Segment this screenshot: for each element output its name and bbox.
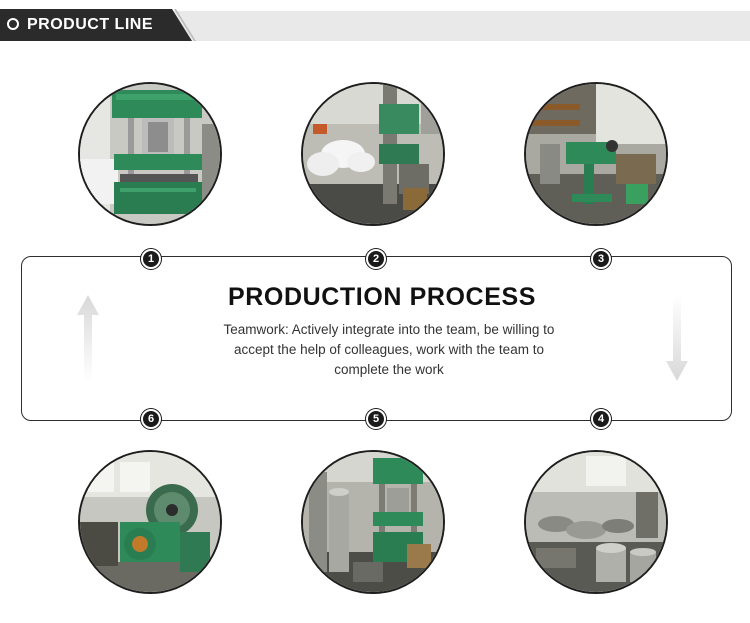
step-number: 3 xyxy=(597,253,605,265)
step-5-photo xyxy=(301,450,445,594)
process-description: Teamwork: Actively integrate into the te… xyxy=(211,320,567,380)
arrow-up-icon xyxy=(77,295,99,381)
description-line: complete the work xyxy=(334,362,444,377)
step-number: 2 xyxy=(372,253,380,265)
step-4-photo xyxy=(524,450,668,594)
hydraulic-press-image xyxy=(80,84,220,224)
metal-containers-image xyxy=(526,452,666,592)
step-number: 5 xyxy=(372,413,380,425)
step-6-photo xyxy=(78,450,222,594)
arrow-down-icon xyxy=(666,295,688,381)
section-title: PRODUCT LINE xyxy=(27,16,153,33)
drill-press-image xyxy=(526,84,666,224)
header-tab xyxy=(0,9,192,41)
workshop-cylinders-image xyxy=(303,452,443,592)
step-marker-3: 3 xyxy=(591,249,611,269)
step-marker-4: 4 xyxy=(591,409,611,429)
step-marker-6: 6 xyxy=(141,409,161,429)
step-1-photo xyxy=(78,82,222,226)
step-2-photo xyxy=(301,82,445,226)
step-number: 1 xyxy=(147,253,155,265)
punch-press-image xyxy=(80,452,220,592)
step-number: 6 xyxy=(147,413,155,425)
step-3-photo xyxy=(524,82,668,226)
step-marker-2: 2 xyxy=(366,249,386,269)
step-marker-5: 5 xyxy=(366,409,386,429)
description-line: Teamwork: Actively integrate into the te… xyxy=(223,322,555,337)
description-line: accept the help of colleagues, work with… xyxy=(234,342,544,357)
step-number: 4 xyxy=(597,413,605,425)
step-marker-1: 1 xyxy=(141,249,161,269)
process-title: PRODUCTION PROCESS xyxy=(227,283,537,311)
circle-bullet-icon xyxy=(7,18,19,30)
workshop-press-image xyxy=(303,84,443,224)
